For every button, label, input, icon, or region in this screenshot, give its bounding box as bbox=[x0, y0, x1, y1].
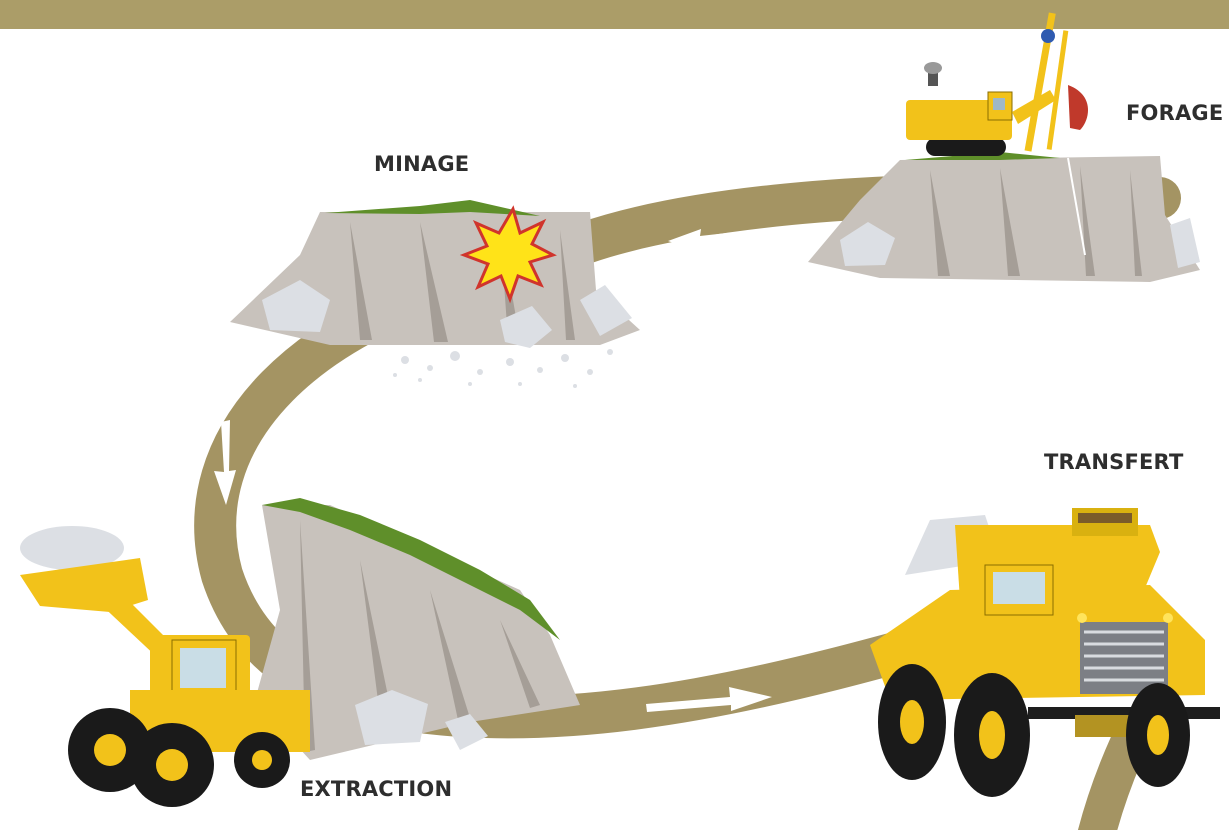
blast-debris bbox=[393, 349, 613, 388]
top-banner bbox=[0, 0, 1229, 29]
drill-rock-plateau bbox=[808, 152, 1200, 282]
road-segment bbox=[194, 173, 1181, 739]
drill-rig-icon bbox=[906, 12, 1089, 156]
explosion-icon bbox=[459, 205, 557, 304]
arrow-right-icon bbox=[646, 687, 772, 712]
stage-label-forage: FORAGE bbox=[1126, 101, 1224, 125]
drill-hole bbox=[1067, 157, 1086, 256]
arrow-left-icon bbox=[668, 228, 774, 253]
arrow-down-icon bbox=[214, 420, 236, 505]
stage-label-extraction: EXTRACTION bbox=[300, 777, 453, 801]
stage-label-transfert: TRANSFERT bbox=[1044, 450, 1184, 474]
extraction-rock-face bbox=[255, 498, 580, 760]
dump-truck-icon bbox=[870, 508, 1220, 797]
wheel-loader-icon bbox=[20, 526, 310, 807]
stage-label-minage: MINAGE bbox=[374, 152, 470, 176]
